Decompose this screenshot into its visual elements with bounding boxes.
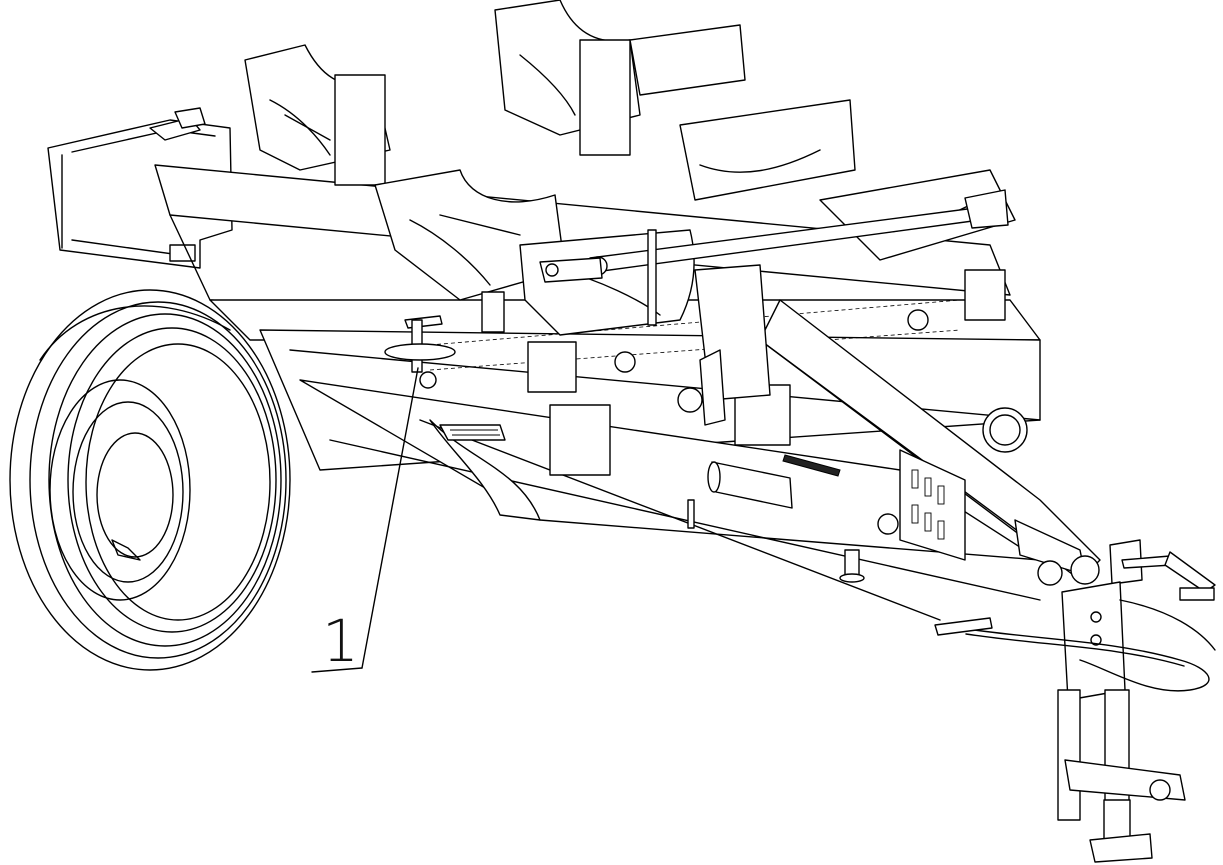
drawbar [677, 264, 1101, 586]
jack-stand [934, 539, 1216, 863]
tie-rod [539, 189, 1009, 283]
callout-leader [311, 367, 419, 673]
hardware [384, 229, 1028, 583]
saddle-supports [244, 0, 1016, 336]
callout-label-1: 1 [322, 607, 359, 675]
wheel [9, 289, 291, 671]
safety-chain [959, 599, 1216, 692]
left-side-bracket [47, 107, 233, 269]
